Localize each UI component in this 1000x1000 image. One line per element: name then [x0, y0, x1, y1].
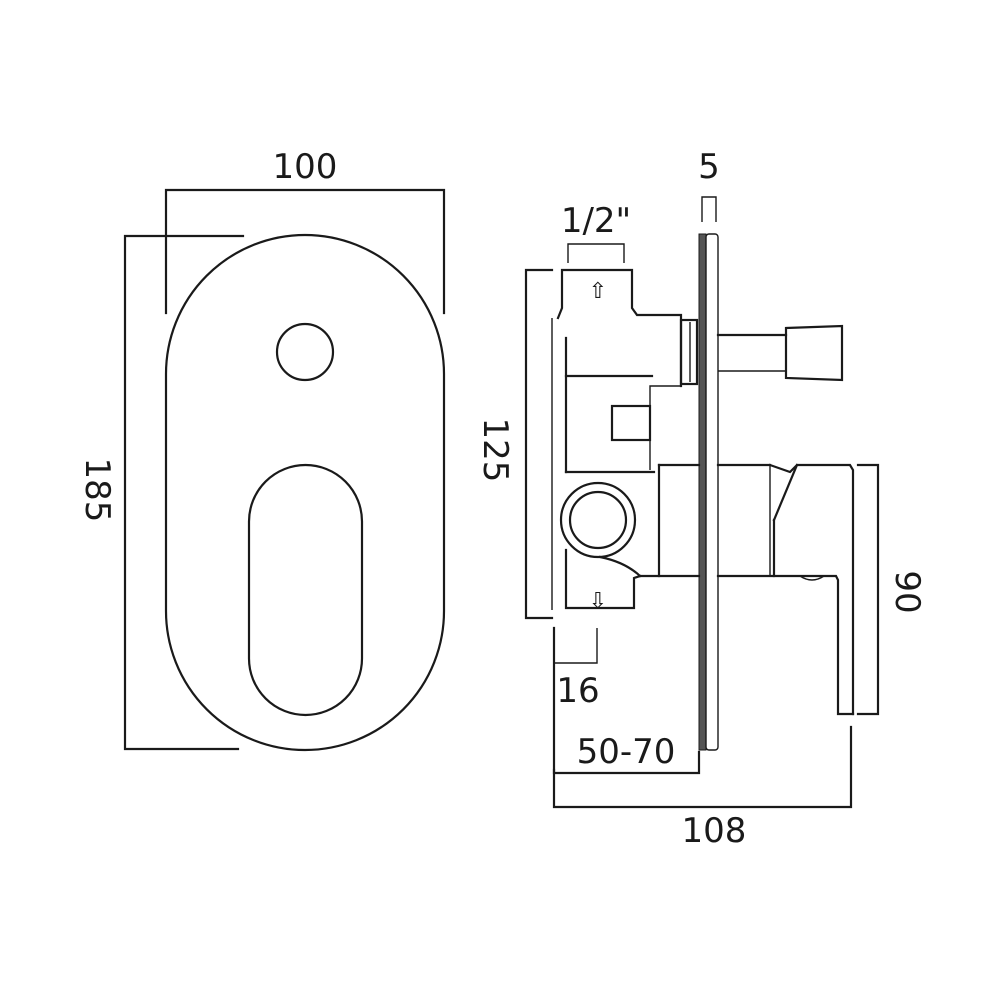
thread-label: 1/2"	[561, 201, 631, 241]
wall-depth-label: 50-70	[577, 732, 676, 772]
height-label: 185	[77, 458, 117, 523]
side-view: 5 1/2" 125	[475, 147, 927, 851]
dimension-height-185: 185	[77, 234, 245, 751]
lever-side	[716, 463, 855, 716]
dimension-handle-height-90: 90	[856, 463, 927, 716]
lever-handle-outline	[247, 463, 364, 717]
diverter-side	[716, 324, 844, 382]
front-view: 100 185	[77, 147, 446, 752]
wall-plate-side	[698, 233, 707, 751]
body-height-label: 125	[475, 418, 515, 483]
dimension-inset-16: 16	[553, 628, 600, 711]
dimension-plate-thickness-5: 5	[698, 147, 720, 222]
cover-plate-outline	[164, 233, 446, 752]
down-arrow-icon: ⇩	[589, 589, 607, 614]
total-depth-label: 108	[682, 811, 747, 851]
handle-height-label: 90	[887, 570, 927, 613]
up-arrow-icon: ⇧	[589, 279, 607, 304]
diverter-knob	[275, 322, 335, 382]
dimension-wall-depth-50-70: 50-70	[552, 626, 701, 775]
dimension-width-100: 100	[164, 147, 446, 315]
wall-plate-edge	[705, 233, 719, 751]
dimension-body-height-125: 125	[475, 268, 554, 620]
dimension-thread-half-inch: 1/2"	[561, 201, 631, 263]
valve-body: ⇧ ⇩	[551, 268, 701, 614]
plate-thickness-label: 5	[698, 147, 720, 187]
width-label: 100	[273, 147, 338, 187]
inset-label: 16	[556, 671, 599, 711]
dimension-total-depth-108: 108	[552, 725, 853, 851]
